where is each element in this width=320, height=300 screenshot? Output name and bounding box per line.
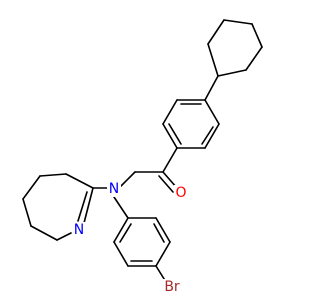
atom-bromine: Br	[161, 279, 183, 295]
amine-bonds	[92, 187, 129, 219]
molecule-structure: O N N Br	[22, 19, 263, 295]
bromophenyl-ring	[113, 217, 171, 267]
oxygen-label: O	[175, 185, 186, 201]
ring-nitrogen-label: N	[74, 222, 84, 238]
atom-oxygen: O	[174, 185, 187, 201]
cyclohexyl-phenyl-bond	[204, 75, 219, 101]
azepine-ring	[22, 173, 94, 241]
phenyl-ring-top	[162, 99, 220, 149]
cyclohexyl-ring	[207, 19, 263, 77]
atom-nitrogen-amine: N	[107, 181, 121, 197]
atom-nitrogen-ring: N	[72, 222, 86, 238]
ketone-group	[120, 147, 178, 193]
bromine-label: Br	[164, 279, 180, 295]
amine-nitrogen-label: N	[109, 181, 119, 197]
molecule-canvas: O N N Br	[22, 19, 263, 295]
